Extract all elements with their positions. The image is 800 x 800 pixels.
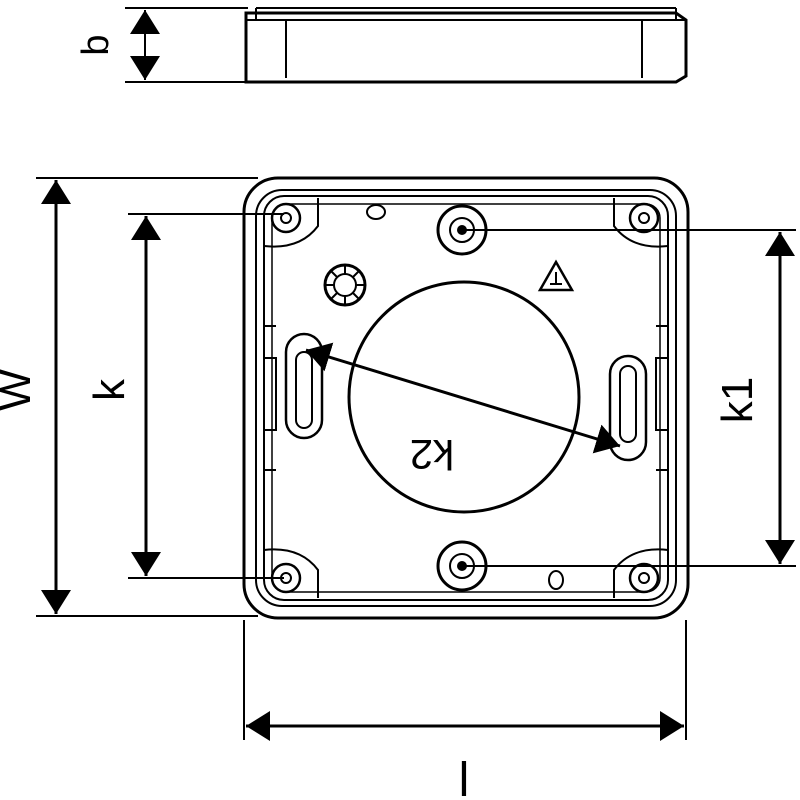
dimension-l: l: [243, 620, 687, 800]
corner-hole-top-right: [628, 202, 660, 234]
side-view: [244, 7, 688, 84]
warning-triangle-icon: [537, 259, 575, 292]
label-W: W: [0, 369, 40, 411]
gland-icon: [323, 263, 367, 307]
dimension-b: b: [75, 7, 248, 83]
corner-hole-top-left: [270, 202, 302, 234]
dimension-k: k: [85, 213, 284, 579]
dimension-k1: k1: [464, 229, 796, 567]
label-l: l: [459, 754, 470, 800]
label-b: b: [75, 34, 117, 55]
dimension-k2: k2: [305, 342, 621, 478]
label-k2: k2: [410, 431, 454, 478]
label-k: k: [85, 378, 134, 401]
box-front-view: [242, 176, 690, 620]
slotted-hole-left: [284, 332, 324, 440]
label-k1: k1: [713, 377, 762, 423]
corner-hole-bottom-right: [628, 562, 660, 594]
dimension-W: W: [0, 177, 258, 617]
